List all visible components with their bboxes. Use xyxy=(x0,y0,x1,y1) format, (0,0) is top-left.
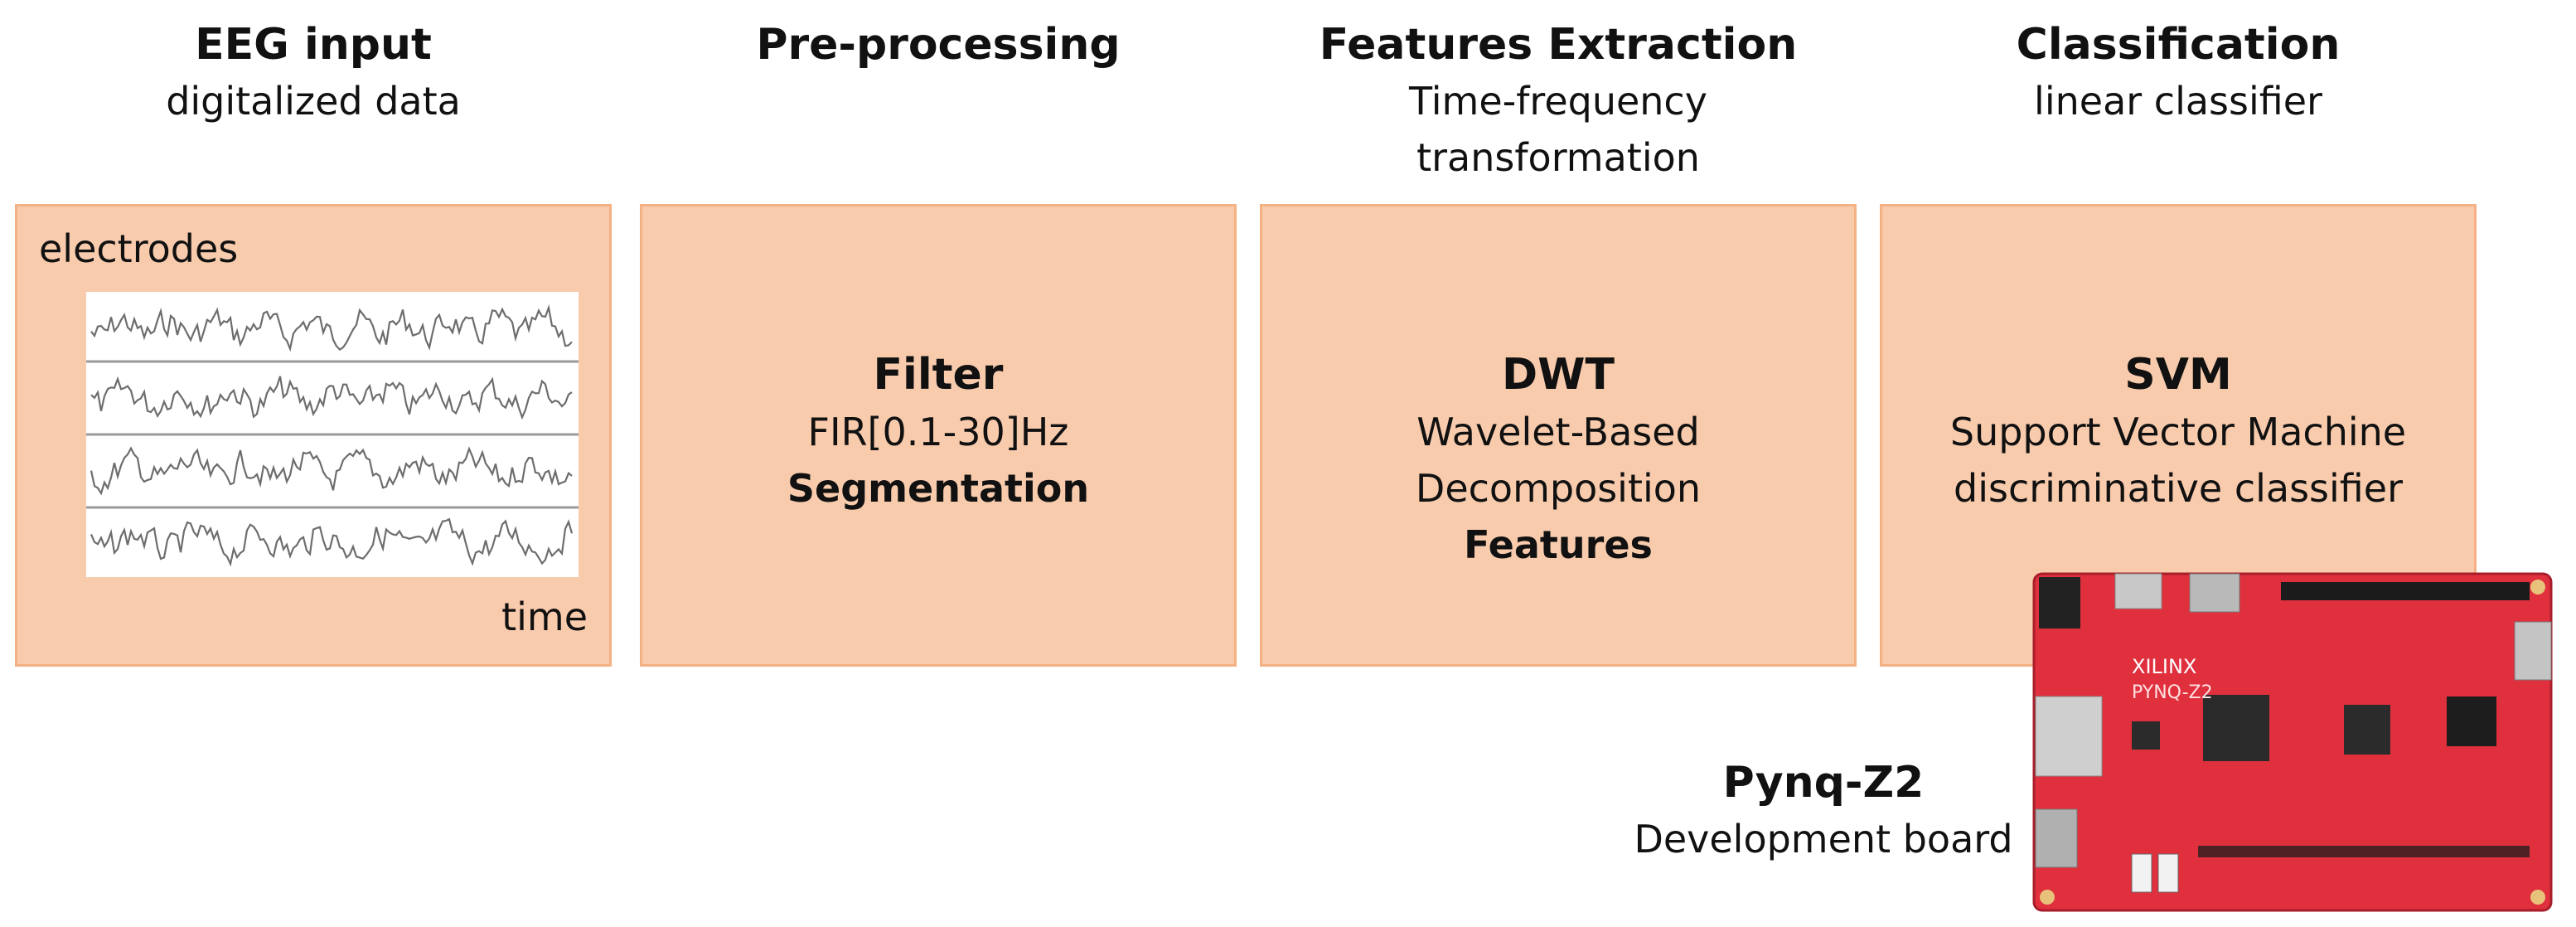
dwt-box-content: DWT Wavelet-Based Decomposition Features xyxy=(1262,346,1854,573)
dwt-line2: Decomposition xyxy=(1415,466,1702,511)
pynq-board-caption: Pynq-Z2 Development board xyxy=(1625,755,2022,867)
stage-title: Classification xyxy=(2016,20,2341,70)
dwt-line1: Wavelet-Based xyxy=(1416,410,1700,454)
button-block xyxy=(2198,846,2530,857)
stage-header-pre-processing: Pre-processing xyxy=(640,17,1237,73)
ethernet-port xyxy=(2035,696,2103,777)
segmentation-label: Segmentation xyxy=(787,466,1090,511)
switch xyxy=(2131,853,2152,893)
mount-hole xyxy=(2530,890,2545,905)
stage-header-classification: Classification linear classifier xyxy=(1880,17,2477,129)
filter-title: Filter xyxy=(873,350,1004,400)
board-pcb xyxy=(2032,572,2553,912)
power-chip xyxy=(2132,721,2160,750)
hdmi-port-side xyxy=(2514,621,2552,681)
features-label: Features xyxy=(1464,522,1653,567)
svm-box-content: SVM Support Vector Machine discriminativ… xyxy=(1882,346,2474,517)
power-jack xyxy=(2039,577,2080,629)
fpga-chip xyxy=(2203,695,2269,761)
dwt-box: DWT Wavelet-Based Decomposition Features xyxy=(1260,204,1857,667)
pynq-z2-board-image: XILINX PYNQ-Z2 xyxy=(2032,572,2553,912)
time-label: time xyxy=(501,595,588,639)
stage-title: EEG input xyxy=(195,20,432,70)
electrodes-label: electrodes xyxy=(39,226,239,271)
eeg-signal-image xyxy=(86,292,579,577)
sd-slot xyxy=(2035,808,2078,868)
filter-box-content: Filter FIR[0.1-30]Hz Segmentation xyxy=(642,346,1234,517)
usb-port xyxy=(2114,573,2162,609)
board-subtitle: Development board xyxy=(1634,817,2013,861)
xilinx-logo-text: XILINX xyxy=(2132,655,2196,678)
eeg-trace-3 xyxy=(90,446,573,496)
stage-header-eeg-input: EEG input digitalized data xyxy=(15,17,612,129)
filter-spec: FIR[0.1-30]Hz xyxy=(807,410,1069,454)
eeg-trace-4 xyxy=(90,517,574,567)
eeg-trace-2 xyxy=(90,376,573,420)
pynq-logo-text: PYNQ-Z2 xyxy=(2132,682,2213,703)
stage-header-features-extraction: Features Extraction Time-frequency trans… xyxy=(1260,17,1857,186)
svm-line2: discriminative classifier xyxy=(1954,466,2403,511)
pmod-header xyxy=(2447,696,2496,746)
stage-subtitle-line2: transformation xyxy=(1416,135,1700,180)
board-title: Pynq-Z2 xyxy=(1722,758,1925,808)
mount-hole xyxy=(2530,580,2545,595)
stage-subtitle-line1: Time-frequency xyxy=(1409,79,1707,124)
filter-box: Filter FIR[0.1-30]Hz Segmentation xyxy=(640,204,1237,667)
dwt-title: DWT xyxy=(1502,350,1615,400)
stage-subtitle: digitalized data xyxy=(166,79,461,124)
pin-header-top xyxy=(2281,582,2530,600)
eeg-trace-1 xyxy=(90,303,573,352)
stage-subtitle: linear classifier xyxy=(2034,79,2322,124)
svm-line1: Support Vector Machine xyxy=(1949,410,2407,454)
hdmi-port xyxy=(2189,573,2240,613)
mount-hole xyxy=(2040,890,2055,905)
switch xyxy=(2157,853,2179,893)
svm-title: SVM xyxy=(2124,350,2232,400)
stage-title: Features Extraction xyxy=(1319,20,1798,70)
memory-chip xyxy=(2344,705,2390,755)
stage-title: Pre-processing xyxy=(756,20,1121,70)
